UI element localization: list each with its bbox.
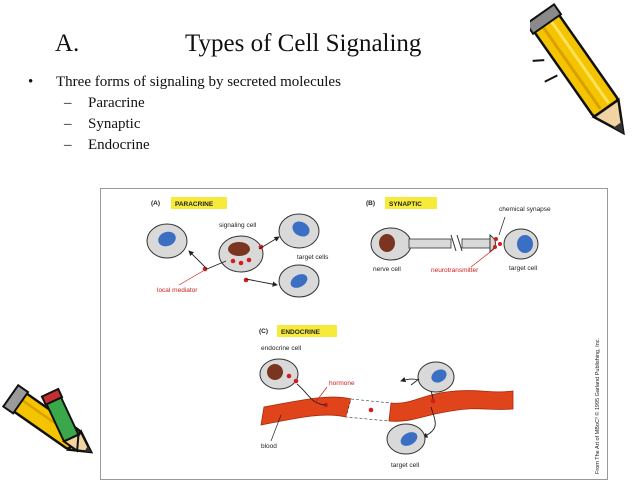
local-mediator-label: local mediator	[157, 287, 198, 294]
panel-c-letter: (C)	[259, 328, 268, 335]
endocrine-cell-label: endocrine cell	[261, 345, 302, 352]
axon-icon	[408, 238, 452, 249]
title-text: Types of Cell Signaling	[185, 30, 422, 57]
signaling-cell-label: signaling cell	[219, 222, 257, 229]
blood-label: blood	[261, 443, 277, 450]
nucleus-icon	[228, 242, 250, 256]
blood-vessel-icon	[260, 396, 352, 426]
nucleus-icon	[158, 231, 176, 247]
sub-bullet-label: Endocrine	[88, 137, 150, 153]
sub-bullet-dash: –	[64, 137, 72, 153]
nucleus-icon	[400, 432, 418, 446]
panel-a-tag: PARACRINE	[175, 201, 214, 208]
sub-bullet-synaptic: –Synaptic	[28, 114, 388, 135]
sub-bullet-endocrine: –Endocrine	[28, 135, 388, 156]
bullet-list: • Three forms of signaling by secreted m…	[28, 72, 388, 156]
panel-synaptic: (B) SYNAPTIC chemical synapse nerve cell…	[366, 197, 551, 274]
cell-signaling-figure: (A) PARACRINE signaling cell target cell…	[100, 188, 608, 480]
nucleus-icon	[431, 369, 447, 383]
title-letter: A.	[55, 30, 80, 57]
signal-arrow	[258, 236, 280, 250]
panel-paracrine: (A) PARACRINE signaling cell target cell…	[146, 197, 329, 298]
sub-bullet-label: Synaptic	[88, 116, 141, 132]
sub-bullet-paracrine: –Paracrine	[28, 93, 388, 114]
signal-arrow	[188, 250, 227, 270]
panel-b-letter: (B)	[366, 200, 375, 207]
panel-a-letter: (A)	[151, 200, 160, 207]
nucleus-icon	[267, 364, 283, 380]
chemical-synapse-label: chemical synapse	[499, 206, 551, 213]
hormone-label: hormone	[329, 380, 355, 387]
panel-b-tag: SYNAPTIC	[389, 201, 422, 208]
sub-bullet-dash: –	[64, 116, 72, 132]
pencil-icon-bottom-left-small	[40, 387, 80, 453]
panel-b-tag-background	[385, 197, 437, 209]
figure-canvas: (A) PARACRINE signaling cell target cell…	[146, 197, 601, 474]
endocrine-target-cell-label: target cell	[391, 462, 420, 469]
sub-bullet-dash: –	[64, 95, 72, 111]
figure-credit: From The Art of MBoC³ © 1995 Garland Pub…	[594, 338, 601, 474]
bullet-dot: •	[28, 74, 34, 90]
panel-b-target-cell-label: target cell	[509, 265, 538, 272]
nucleus-icon	[292, 221, 310, 237]
panel-endocrine: (C) ENDOCRINE endocrine cell hormone tar…	[259, 325, 514, 469]
neurotransmitter-label: neurotransmitter	[431, 267, 479, 274]
pencil-icon-top-right	[530, 2, 625, 136]
nucleus-icon	[517, 235, 533, 253]
nerve-cell-label: nerve cell	[373, 266, 401, 273]
nucleus-icon	[290, 274, 308, 288]
signal-arrow	[245, 278, 278, 287]
nucleus-icon	[379, 234, 395, 252]
panel-a-tag-background	[171, 197, 227, 209]
panel-c-tag-background	[277, 325, 337, 337]
panel-c-tag: ENDOCRINE	[281, 329, 321, 336]
target-cells-label: target cells	[297, 254, 329, 261]
bullet-main: • Three forms of signaling by secreted m…	[28, 72, 388, 93]
bullet-text: Three forms of signaling by secreted mol…	[56, 74, 341, 90]
sub-bullet-label: Paracrine	[88, 95, 145, 111]
